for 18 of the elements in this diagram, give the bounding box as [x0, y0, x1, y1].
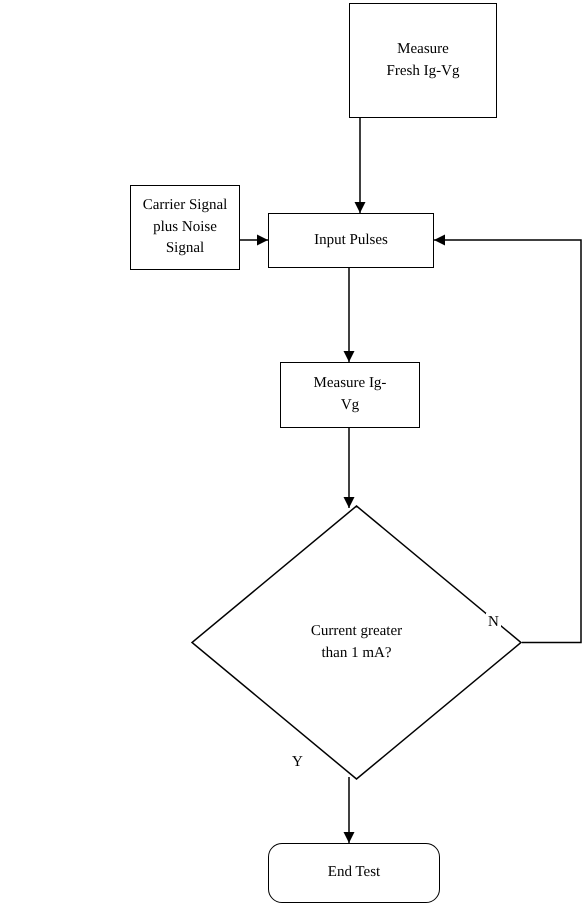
process-box — [349, 3, 497, 118]
arrow — [344, 777, 354, 843]
node-text: Measure Fresh Ig-Vg — [386, 40, 460, 80]
arrow — [354, 118, 366, 213]
process-box — [268, 213, 434, 268]
process-box — [280, 362, 420, 428]
node-text: End Test — [326, 863, 382, 882]
arrow — [344, 428, 354, 508]
node-text: Input Pulses — [313, 230, 389, 250]
node-text: Current greater than 1 mA? — [310, 622, 404, 662]
process-box — [130, 185, 240, 270]
node-text: Carrier Signal plus Noise Signal — [142, 196, 228, 258]
arrow — [434, 234, 582, 644]
node-text: Measure Ig-Vg — [312, 374, 388, 415]
terminal-box — [268, 843, 440, 903]
decision-diamond — [191, 505, 522, 780]
arrow — [344, 268, 354, 362]
arrow — [240, 234, 268, 246]
